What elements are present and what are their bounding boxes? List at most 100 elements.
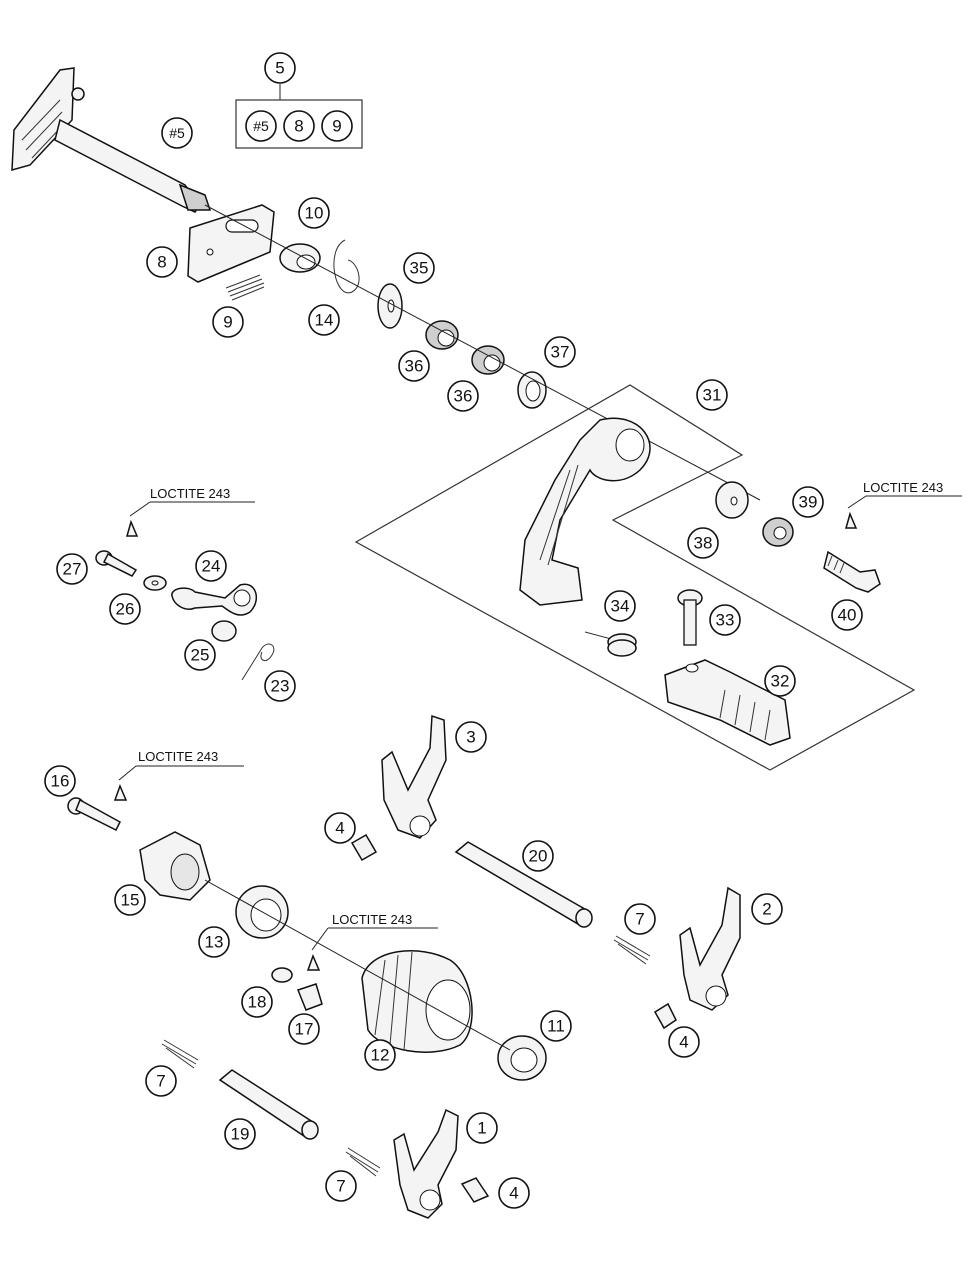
pin-4c-part <box>460 1177 490 1203</box>
callout-4b: 4 <box>668 1026 700 1058</box>
loctite-label-mid: LOCTITE 243 <box>118 749 244 781</box>
callout-20: 20 <box>522 840 554 872</box>
svg-text:16: 16 <box>51 772 70 791</box>
bearing-11-part <box>497 1035 547 1081</box>
callout-36b: 36 <box>447 380 479 412</box>
washer-35-part <box>377 283 403 329</box>
fork-3-part <box>381 714 447 839</box>
svg-text:40: 40 <box>838 606 857 625</box>
bolt-16-part <box>67 797 121 832</box>
svg-text:17: 17 <box>295 1020 314 1039</box>
seal-37-part <box>517 371 547 409</box>
svg-text:9: 9 <box>332 117 341 136</box>
pin-4b-part <box>653 1002 677 1030</box>
callout-4c: 4 <box>498 1177 530 1209</box>
shaft-19-part <box>218 1069 319 1140</box>
svg-text:5: 5 <box>275 59 284 78</box>
callout-13: 13 <box>198 926 230 958</box>
bearing-36b-part <box>471 345 505 375</box>
guide-roller-10-part <box>279 243 321 273</box>
callout-kit-hash5: #5 <box>245 110 277 142</box>
svg-text:1: 1 <box>477 1119 486 1138</box>
callout-19: 19 <box>224 1118 256 1150</box>
bolt-17-part <box>297 983 323 1011</box>
svg-text:33: 33 <box>716 611 735 630</box>
fork-1-part <box>393 1108 459 1219</box>
callout-9: 9 <box>212 306 244 338</box>
callout-33: 33 <box>709 604 741 636</box>
shift-lever-31-part <box>519 417 651 606</box>
loctite-drop-lower-part <box>306 953 321 971</box>
roller-25-part <box>211 620 237 642</box>
shift-plate-part <box>187 204 275 283</box>
lock-washer-39-part <box>762 517 794 547</box>
svg-text:4: 4 <box>335 819 344 838</box>
svg-text:#5: #5 <box>169 125 185 141</box>
drum-locator-15-part <box>139 831 211 901</box>
callout-16: 16 <box>44 765 76 797</box>
callout-34: 34 <box>604 590 636 622</box>
svg-text:38: 38 <box>694 534 713 553</box>
shift-drum-12-part <box>361 950 473 1053</box>
spring-7a-part <box>613 935 651 965</box>
callout-7c: 7 <box>325 1170 357 1202</box>
loctite-text-left: LOCTITE 243 <box>150 486 230 501</box>
callout-kit-9: 9 <box>321 110 353 142</box>
svg-text:8: 8 <box>294 117 303 136</box>
svg-text:23: 23 <box>271 677 290 696</box>
callout-37: 37 <box>544 336 576 368</box>
loctite-text-lower: LOCTITE 243 <box>332 912 412 927</box>
washer-38-part <box>715 481 749 519</box>
callout-7a: 7 <box>624 903 656 935</box>
bearing-36a-part <box>425 320 459 350</box>
svg-text:3: 3 <box>466 728 475 747</box>
spring-7b-part <box>161 1039 199 1069</box>
spring-9-part <box>225 274 265 301</box>
svg-text:15: 15 <box>121 891 140 910</box>
loctite-drop-mid-part <box>113 783 128 801</box>
spring-7c-part <box>345 1147 381 1177</box>
svg-text:7: 7 <box>156 1072 165 1091</box>
callout-17: 17 <box>288 1013 320 1045</box>
callout-14: 14 <box>308 304 340 336</box>
shift-shaft-part <box>11 67 212 213</box>
svg-text:20: 20 <box>529 847 548 866</box>
svg-text:19: 19 <box>231 1125 250 1144</box>
svg-text:10: 10 <box>305 204 324 223</box>
svg-text:34: 34 <box>611 597 630 616</box>
svg-text:4: 4 <box>679 1033 688 1052</box>
loctite-label-right: LOCTITE 243 <box>847 480 962 509</box>
callout-4a: 4 <box>324 812 356 844</box>
svg-text:32: 32 <box>771 672 790 691</box>
callout-7b: 7 <box>145 1065 177 1097</box>
callout-10: 10 <box>298 197 330 229</box>
svg-text:11: 11 <box>547 1017 565 1036</box>
callout-35: 35 <box>403 252 435 284</box>
callout-23: 23 <box>264 670 296 702</box>
spring-34-part <box>584 631 637 657</box>
shaft-20-part <box>454 841 593 928</box>
svg-text:#5: #5 <box>253 118 269 134</box>
washer-18-part <box>271 967 293 983</box>
svg-text:7: 7 <box>635 910 644 929</box>
spring-23-part <box>241 643 275 681</box>
svg-text:39: 39 <box>799 493 818 512</box>
callout-36a: 36 <box>398 350 430 382</box>
callout-kit-8: 8 <box>283 110 315 142</box>
loctite-drop-left-part <box>126 519 139 537</box>
svg-text:31: 31 <box>703 386 722 405</box>
svg-text:2: 2 <box>762 900 771 919</box>
callout-1: 1 <box>466 1112 498 1144</box>
pin-33-part <box>677 589 703 646</box>
loctite-drop-right-part <box>845 511 858 529</box>
svg-text:8: 8 <box>157 253 166 272</box>
svg-text:14: 14 <box>315 311 334 330</box>
callout-11: 11 <box>540 1010 572 1042</box>
callout-hash5: #5 <box>161 117 193 149</box>
callout-24: 24 <box>195 550 227 582</box>
lever-24-part <box>171 583 258 616</box>
bolt-27-part <box>95 550 138 577</box>
loctite-text-mid: LOCTITE 243 <box>138 749 218 764</box>
pin-4a-part <box>350 833 378 862</box>
